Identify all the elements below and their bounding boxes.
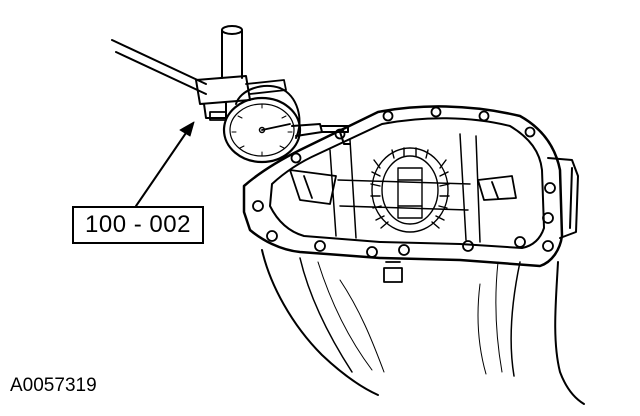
housing-flange-inner	[269, 117, 545, 249]
bearing-cap-right	[477, 175, 517, 201]
long-rod	[111, 39, 207, 95]
fill-plug	[383, 261, 403, 283]
housing-flange-outer	[242, 105, 564, 268]
axle-tube-stub	[547, 157, 579, 239]
tool-callout-label: 100 - 002	[72, 206, 204, 244]
clamp-screw	[245, 79, 287, 95]
plunger-tip	[339, 131, 351, 145]
arrow-head	[179, 121, 195, 137]
dial-needle	[261, 123, 291, 131]
housing-inner-contour	[317, 261, 503, 375]
ring-gear-icon	[370, 147, 450, 233]
differential-housing-icon	[242, 105, 585, 405]
post-top	[221, 25, 243, 35]
dial-hub	[258, 126, 266, 134]
dial-indicator-icon	[209, 85, 351, 164]
dial-ticks	[231, 103, 293, 157]
arrow-icon	[135, 121, 195, 207]
leader-line	[135, 129, 189, 207]
flange-bolt-holes	[252, 106, 556, 258]
figure-id-label: A0057319	[10, 375, 97, 396]
dial-face-outer	[222, 96, 302, 164]
vertical-post	[221, 29, 243, 79]
housing-neck-outline	[299, 257, 521, 377]
indicator-plunger	[291, 123, 349, 137]
carrier-web	[329, 133, 481, 243]
bearing-cap-left	[289, 169, 337, 205]
housing-lower-body	[261, 249, 585, 405]
indicator-back-bezel	[235, 85, 301, 139]
indicator-stem	[209, 111, 227, 121]
